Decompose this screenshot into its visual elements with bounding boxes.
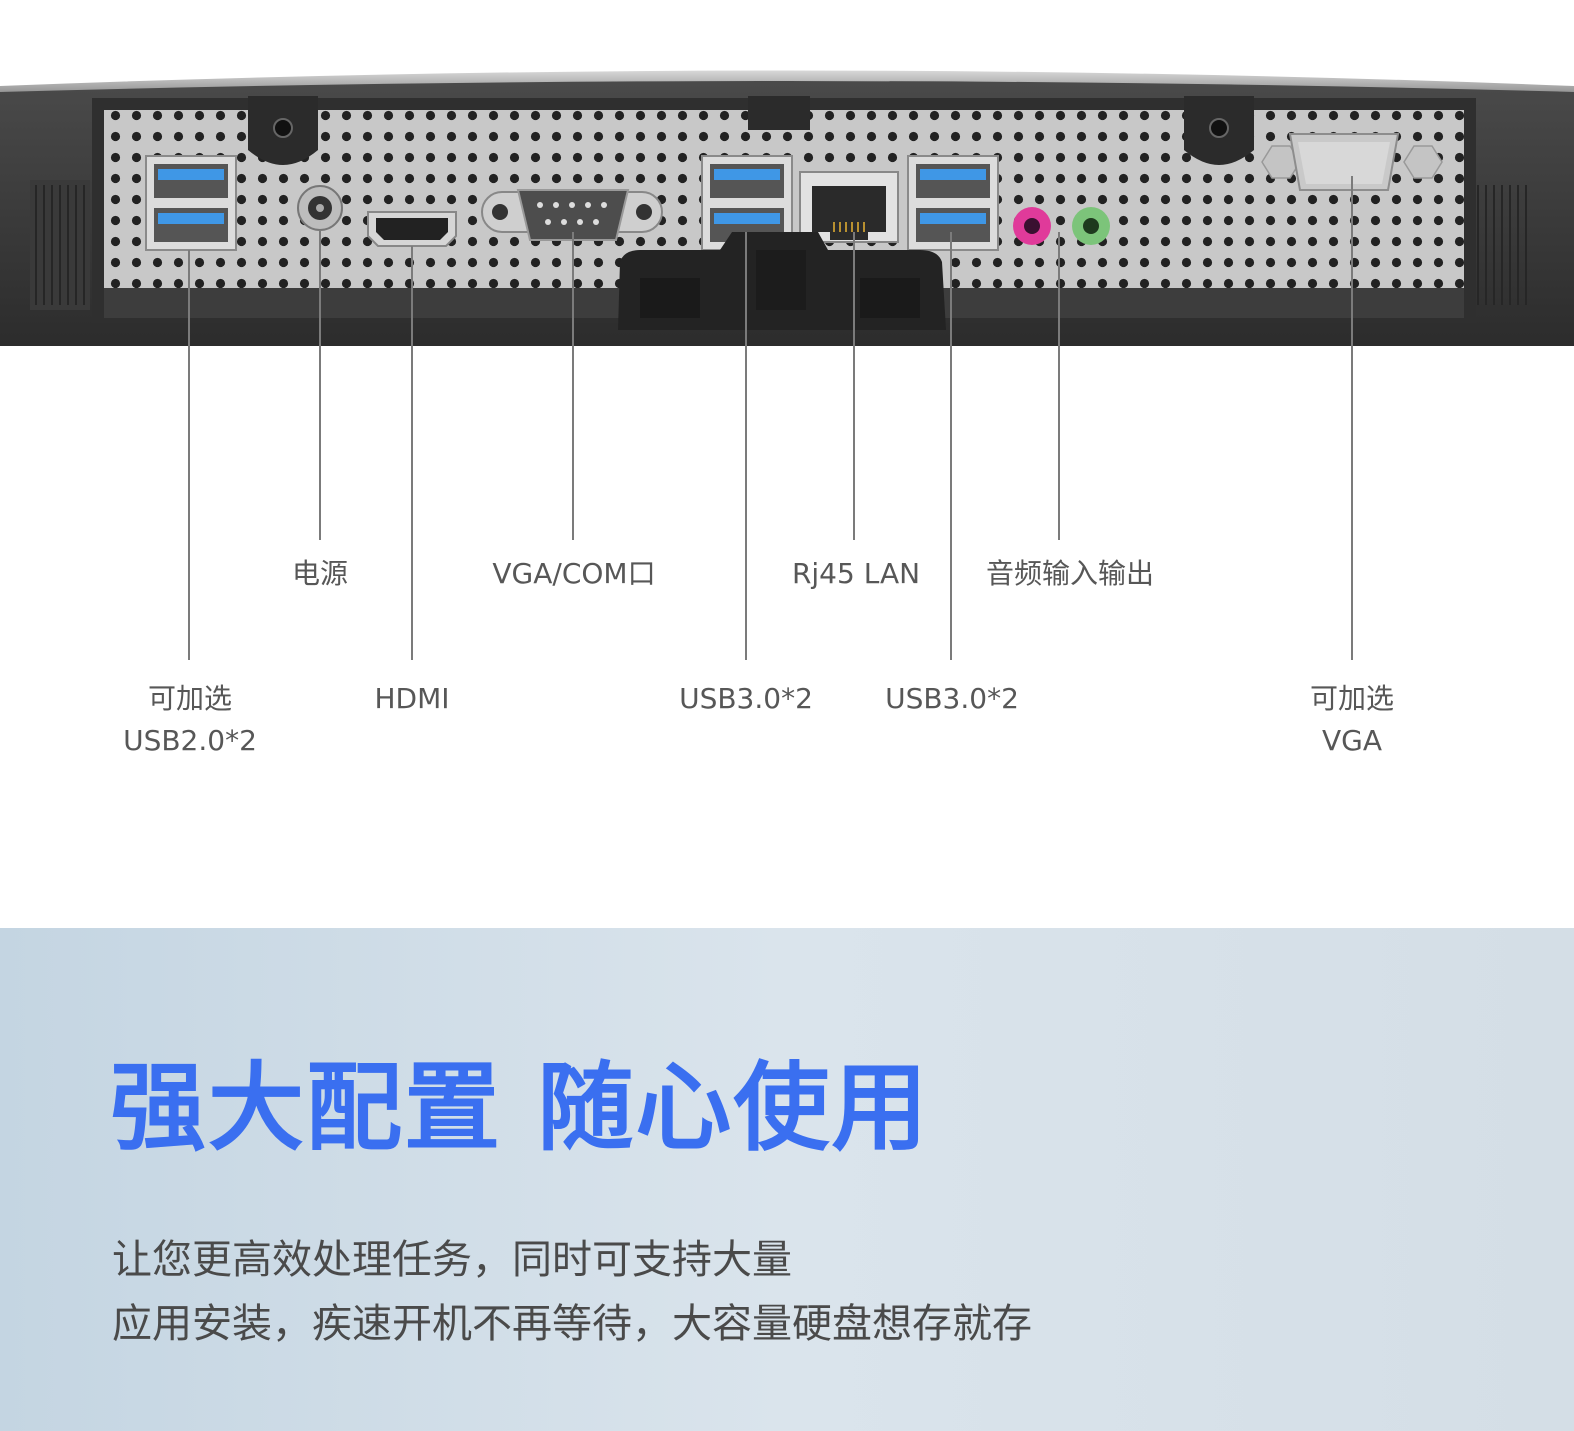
leader-line-vga-com bbox=[572, 232, 574, 540]
label-audio: 音频输入输出 bbox=[985, 557, 1154, 590]
label-vga-optional-line1: 可加选 bbox=[1309, 682, 1394, 715]
label-power: 电源 bbox=[291, 557, 348, 590]
leader-line-usb20 bbox=[188, 250, 190, 660]
leader-line-hdmi bbox=[411, 246, 413, 660]
product-rear-panel-illustration bbox=[0, 70, 1574, 346]
label-usb20: 可加选 USB2.0*2 bbox=[100, 678, 280, 762]
leader-line-vga-optional bbox=[1351, 176, 1353, 660]
banner-body-line-1: 让您更高效处理任务，同时可支持大量 bbox=[112, 1237, 792, 1283]
banner-body-line-2: 应用安装，疾速开机不再等待，大容量硬盘想存就存 bbox=[112, 1301, 1032, 1347]
leader-line-usb30-left bbox=[745, 232, 747, 660]
label-rj45: Rj45 LAN bbox=[791, 557, 921, 590]
top-edge bbox=[0, 70, 1574, 96]
label-hdmi: HDMI bbox=[374, 682, 450, 715]
feature-banner bbox=[0, 928, 1574, 1431]
leader-line-rj45 bbox=[853, 232, 855, 540]
label-vga-com: VGA/COM口 bbox=[492, 557, 656, 590]
leader-line-audio bbox=[1058, 232, 1060, 540]
label-usb30-left: USB3.0*2 bbox=[679, 682, 813, 715]
leader-line-usb30-right bbox=[950, 232, 952, 660]
label-usb20-line2: USB2.0*2 bbox=[123, 724, 257, 757]
banner-headline: 强大配置 随心使用 bbox=[110, 1052, 930, 1164]
label-vga-optional: 可加选 VGA bbox=[1282, 678, 1422, 762]
leader-line-power bbox=[319, 230, 321, 540]
label-vga-optional-line2: VGA bbox=[1321, 724, 1382, 757]
label-usb20-line1: 可加选 bbox=[147, 682, 232, 715]
label-usb30-right: USB3.0*2 bbox=[885, 682, 1019, 715]
